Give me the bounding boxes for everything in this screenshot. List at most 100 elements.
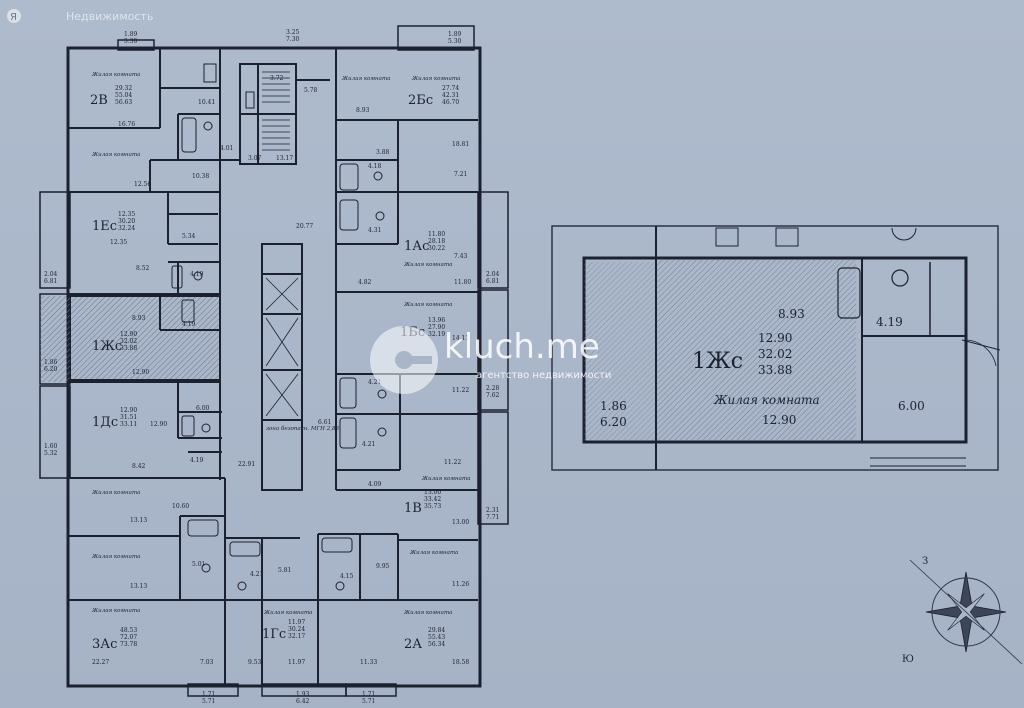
- svg-text:7.30: 7.30: [286, 36, 300, 43]
- watermark-yandex: Я Недвижимость: [7, 9, 153, 23]
- highlighted-apartment-1zhs[interactable]: [69, 295, 221, 381]
- svg-text:46.70: 46.70: [442, 99, 459, 106]
- svg-text:22.91: 22.91: [238, 461, 255, 468]
- svg-text:12.90: 12.90: [150, 421, 167, 428]
- svg-text:Жилая комната: Жилая комната: [91, 152, 140, 158]
- apt-code-3as: 3Ас: [92, 637, 117, 652]
- svg-text:7.03: 7.03: [200, 659, 214, 666]
- svg-text:13.96: 13.96: [428, 317, 445, 324]
- svg-text:27.90: 27.90: [428, 324, 445, 331]
- apt-code-1ds: 1Дс: [92, 415, 118, 430]
- svg-text:12.90: 12.90: [120, 331, 137, 338]
- svg-text:Жилая комната: Жилая комната: [403, 262, 452, 268]
- svg-text:10.60: 10.60: [172, 503, 189, 510]
- svg-text:13.17: 13.17: [276, 155, 293, 162]
- apt-code-1v: 1В: [404, 501, 422, 516]
- svg-text:8.93: 8.93: [132, 315, 146, 322]
- svg-text:2.04: 2.04: [44, 271, 58, 278]
- room-captions: Жилая комната Жилая комната Жилая комнат…: [91, 72, 470, 616]
- svg-text:13.00: 13.00: [452, 519, 469, 526]
- svg-text:12.90: 12.90: [132, 369, 149, 376]
- highlighted-balcony: [40, 296, 70, 382]
- svg-text:11.22: 11.22: [452, 387, 469, 394]
- compass-rose: З Ю: [902, 556, 1023, 665]
- svg-text:42.31: 42.31: [442, 92, 459, 99]
- svg-text:4.15: 4.15: [340, 573, 354, 580]
- svg-text:3.72: 3.72: [270, 75, 284, 82]
- svg-text:12.90: 12.90: [758, 331, 792, 345]
- svg-text:33.11: 33.11: [120, 421, 137, 428]
- svg-text:16.76: 16.76: [118, 121, 135, 128]
- svg-text:Жилая комната: Жилая комната: [91, 72, 140, 78]
- svg-text:32.02: 32.02: [758, 347, 792, 361]
- apt-code-2a: 2А: [404, 637, 422, 652]
- svg-text:8.52: 8.52: [136, 265, 150, 272]
- svg-text:4.19: 4.19: [190, 457, 204, 464]
- safety-zone-label: зона безопасн. МГН 2,88: [266, 425, 339, 432]
- svg-text:7.71: 7.71: [486, 514, 499, 521]
- svg-text:Жилая комната: Жилая комната: [91, 490, 140, 496]
- svg-text:11.22: 11.22: [444, 459, 461, 466]
- watermark-subtitle: агентство недвижимости: [476, 370, 611, 381]
- svg-text:4.21: 4.21: [362, 441, 375, 448]
- svg-text:Жилая комната: Жилая комната: [403, 610, 452, 616]
- svg-text:1.71: 1.71: [202, 691, 215, 698]
- svg-text:33.42: 33.42: [424, 496, 441, 503]
- svg-text:6.20: 6.20: [44, 366, 58, 373]
- apt-code-1zhs: 1Жс: [92, 339, 122, 354]
- svg-text:4.21: 4.21: [250, 571, 263, 578]
- svg-text:30.20: 30.20: [118, 218, 135, 225]
- svg-text:33.88: 33.88: [120, 345, 137, 352]
- svg-text:55.04: 55.04: [115, 92, 132, 99]
- svg-text:4.19: 4.19: [190, 271, 204, 278]
- svg-text:3.07: 3.07: [248, 155, 262, 162]
- svg-text:32.02: 32.02: [120, 338, 137, 345]
- svg-text:12.90: 12.90: [762, 413, 796, 427]
- svg-text:5.30: 5.30: [448, 38, 462, 45]
- svg-text:22.27: 22.27: [92, 659, 109, 666]
- detail-plan[interactable]: 1Жс 8.93 12.90 32.02 33.88 4.19 6.00 1.8…: [551, 225, 1001, 471]
- svg-text:56.34: 56.34: [428, 641, 445, 648]
- svg-text:Жилая комната: Жилая комната: [341, 76, 390, 82]
- svg-text:1.86: 1.86: [44, 359, 58, 366]
- svg-text:13.00: 13.00: [424, 489, 441, 496]
- svg-text:4.18: 4.18: [368, 163, 382, 170]
- svg-text:55.43: 55.43: [428, 634, 445, 641]
- svg-text:29.84: 29.84: [428, 627, 445, 634]
- stairwell: [262, 71, 290, 151]
- svg-text:11.26: 11.26: [452, 581, 469, 588]
- svg-text:6.42: 6.42: [296, 698, 310, 705]
- svg-text:32.24: 32.24: [118, 225, 135, 232]
- svg-text:11.33: 11.33: [360, 659, 377, 666]
- svg-text:9.95: 9.95: [376, 563, 390, 570]
- svg-text:8.93: 8.93: [356, 107, 370, 114]
- svg-text:Жилая комната: Жилая комната: [91, 608, 140, 614]
- svg-text:Жилая комната: Жилая комната: [263, 610, 312, 616]
- svg-text:6.00: 6.00: [196, 405, 210, 412]
- apt-code-1gs: 1Гс: [262, 627, 286, 642]
- compass-west-label: З: [922, 556, 928, 567]
- svg-text:14.11: 14.11: [452, 335, 469, 342]
- svg-text:Жилая комната: Жилая комната: [411, 76, 460, 82]
- svg-text:2.04: 2.04: [486, 271, 500, 278]
- svg-text:1.60: 1.60: [44, 443, 58, 450]
- svg-text:5.32: 5.32: [44, 450, 58, 457]
- svg-text:4.01: 4.01: [220, 145, 233, 152]
- apt-code-2bs: 2Бс: [408, 93, 433, 108]
- svg-text:Жилая комната: Жилая комната: [713, 393, 820, 407]
- svg-text:1.89: 1.89: [448, 31, 462, 38]
- svg-text:29.32: 29.32: [115, 85, 132, 92]
- svg-text:1.86: 1.86: [600, 399, 627, 413]
- svg-text:12.35: 12.35: [118, 211, 135, 218]
- svg-text:72.07: 72.07: [120, 634, 137, 641]
- svg-text:3.25: 3.25: [286, 29, 300, 36]
- svg-text:31.51: 31.51: [120, 414, 137, 421]
- balcony-labels: 1.89 5.30 3.25 7.30 1.89 5.30 2.04 6.81 …: [44, 29, 500, 705]
- svg-text:32.19: 32.19: [428, 331, 445, 338]
- svg-text:6.81: 6.81: [44, 278, 57, 285]
- apt-code-1es: 1Ес: [92, 219, 117, 234]
- compass-south-label: Ю: [902, 654, 914, 665]
- svg-text:11.80: 11.80: [428, 231, 445, 238]
- svg-text:30.24: 30.24: [288, 626, 305, 633]
